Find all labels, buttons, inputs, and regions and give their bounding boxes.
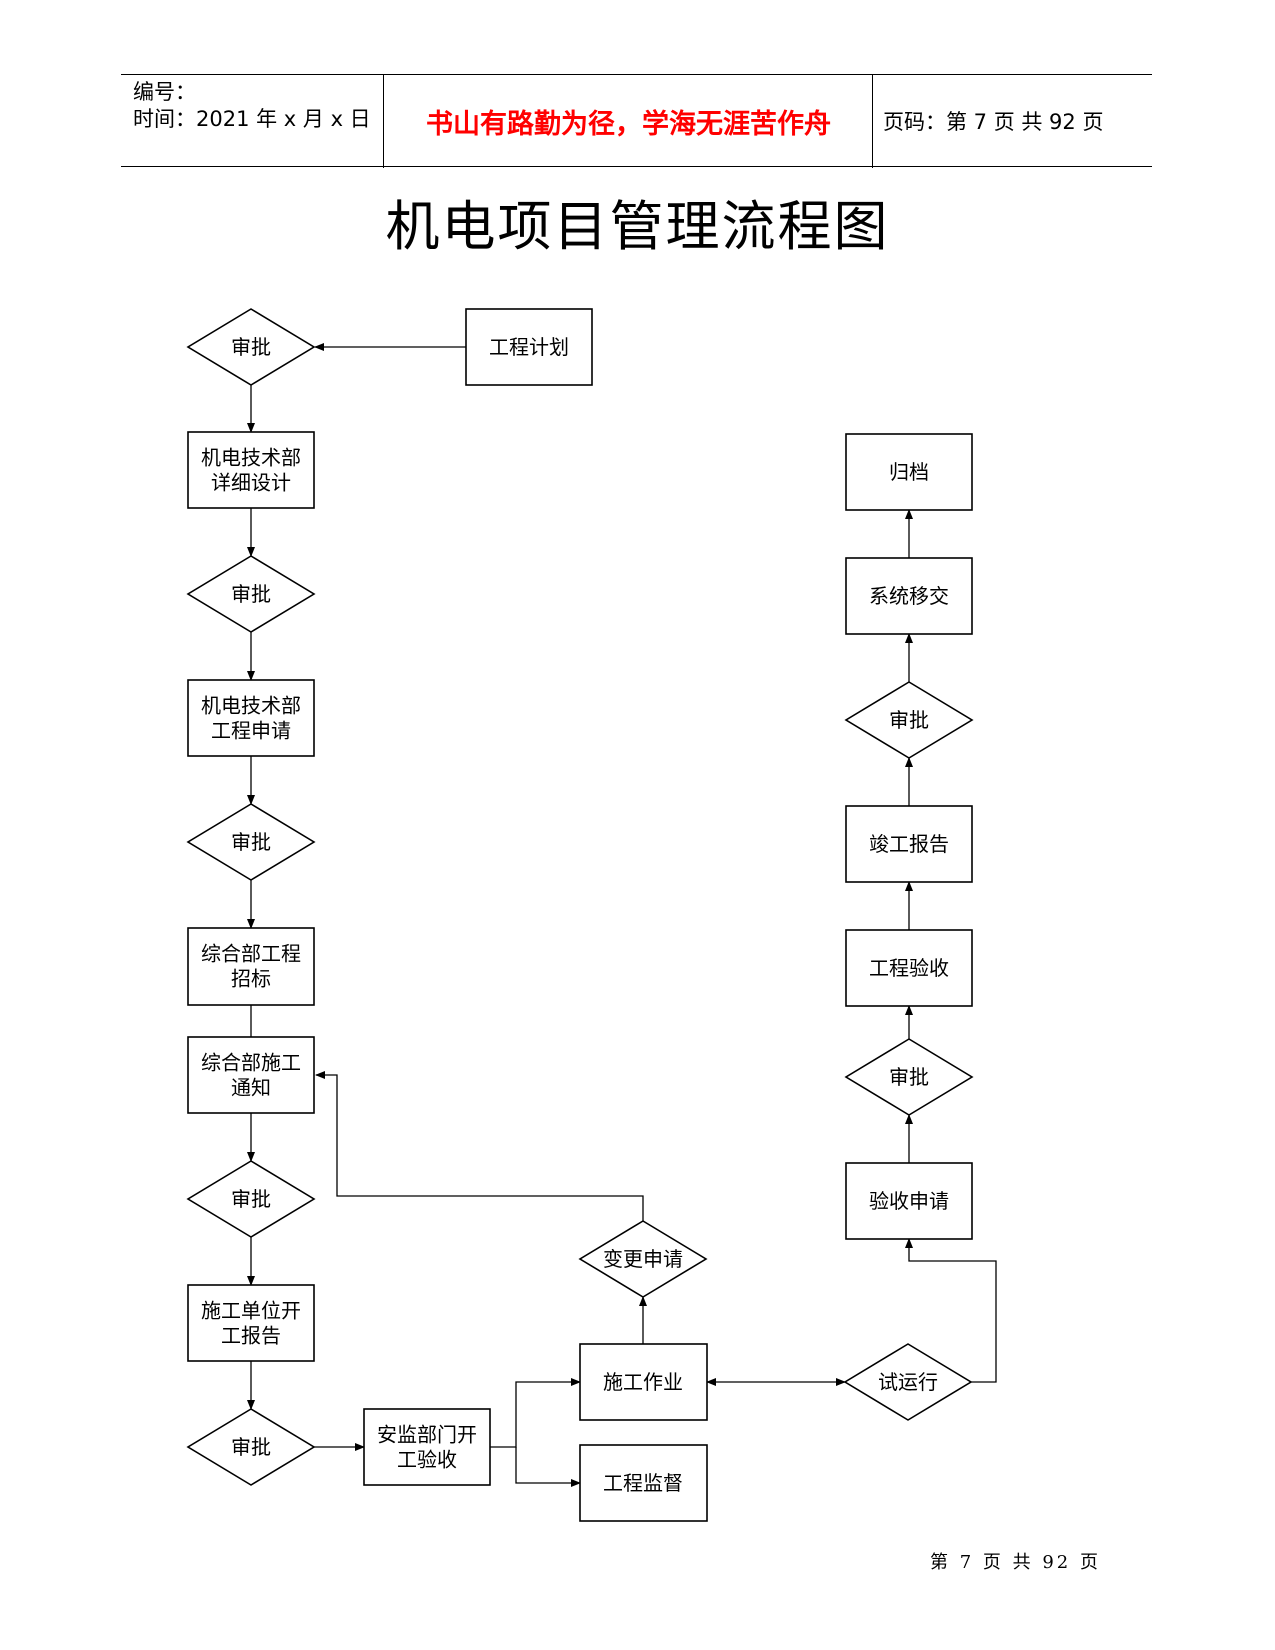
label-line: 通知 [231, 1076, 271, 1100]
label-line: 验收申请 [869, 1189, 949, 1213]
label-line: 审批 [231, 335, 271, 359]
node-system-handover [845, 557, 973, 635]
node-project-apply [187, 679, 315, 757]
node-approve7 [844, 681, 974, 759]
header-divider-1 [383, 75, 384, 168]
node-construction-notice [187, 1036, 315, 1114]
label-approve4: 审批 [231, 1187, 271, 1211]
node-trial-run [843, 1343, 973, 1421]
node-completion-report [845, 805, 973, 883]
label-line: 审批 [231, 830, 271, 854]
label-approve7: 审批 [889, 708, 929, 732]
label-start-report: 施工单位开工报告 [201, 1299, 301, 1348]
label-line: 招标 [231, 967, 271, 991]
page-footer: 第 7 页 共 92 页 [930, 1552, 1101, 1573]
label-line: 机电技术部 [201, 446, 301, 470]
label-line: 审批 [889, 1065, 929, 1089]
node-acceptance-request [845, 1162, 973, 1240]
header-top-rule [121, 74, 1152, 75]
edge-change-notice [315, 1071, 644, 1221]
label-line: 归档 [889, 460, 929, 484]
label-detail-design: 机电技术部详细设计 [201, 446, 301, 495]
label-construction-notice: 综合部施工通知 [201, 1051, 301, 1100]
shapes [186, 308, 974, 1522]
edge-safety-work [490, 1378, 581, 1448]
node-safety-check [363, 1408, 491, 1486]
label-project-apply: 机电技术部工程申请 [201, 694, 301, 743]
node-bidding [187, 927, 315, 1006]
label-line: 工报告 [221, 1324, 281, 1348]
label-line: 系统移交 [869, 584, 949, 608]
label-line: 审批 [231, 1187, 271, 1211]
node-supervision [579, 1444, 708, 1522]
header-divider-2 [872, 75, 873, 168]
label-trial-run: 试运行 [878, 1370, 938, 1394]
label-supervision: 工程监督 [603, 1471, 683, 1495]
label-line: 机电技术部 [201, 694, 301, 718]
label-change-request: 变更申请 [603, 1247, 683, 1271]
label-construction-work: 施工作业 [603, 1370, 683, 1394]
node-archive [845, 433, 973, 511]
label-approve3: 审批 [231, 830, 271, 854]
label-line: 工程监督 [603, 1471, 683, 1495]
node-approve4 [186, 1160, 316, 1238]
header-bottom-rule [121, 166, 1152, 167]
node-approve5 [186, 1408, 316, 1486]
label-line: 施工单位开 [201, 1299, 301, 1323]
label-bidding: 综合部工程招标 [201, 942, 301, 991]
label-approve2: 审批 [231, 582, 271, 606]
node-approve2 [186, 555, 316, 633]
label-approve6: 审批 [889, 1065, 929, 1089]
label-line: 工程验收 [869, 956, 949, 980]
node-approve6 [844, 1038, 974, 1116]
node-acceptance [845, 929, 973, 1007]
label-acceptance-request: 验收申请 [869, 1189, 949, 1213]
label-line: 工程申请 [211, 719, 291, 743]
label-completion-report: 竣工报告 [869, 832, 949, 856]
node-change-request [578, 1220, 708, 1298]
node-plan [465, 308, 593, 386]
label-line: 综合部施工 [201, 1051, 301, 1075]
label-archive: 归档 [889, 460, 929, 484]
label-line: 施工作业 [603, 1370, 683, 1394]
label-line: 变更申请 [603, 1247, 683, 1271]
label-system-handover: 系统移交 [869, 584, 949, 608]
node-construction-work [579, 1343, 708, 1421]
connectors [247, 343, 997, 1487]
label-acceptance: 工程验收 [869, 956, 949, 980]
node-approve1 [186, 308, 316, 386]
node-approve3 [186, 803, 316, 881]
edge-safety-supervision [515, 1447, 581, 1487]
page-title: 机电项目管理流程图 [385, 195, 890, 258]
time-label: 时间：2021 年 x 月 x 日 [133, 107, 371, 131]
label-line: 工程计划 [489, 335, 569, 359]
label-line: 试运行 [878, 1370, 938, 1394]
label-line: 竣工报告 [869, 832, 949, 856]
label-line: 详细设计 [211, 471, 291, 495]
label-line: 综合部工程 [201, 942, 301, 966]
label-plan: 工程计划 [489, 335, 569, 359]
node-start-report [187, 1284, 315, 1362]
motto: 书山有路勤为径，学海无涯苦作舟 [426, 109, 831, 140]
node-labels: 工程计划 审批 机电技术部详细设计 审批 机电技术部工程申请 审批 综合部工程招… [201, 335, 949, 1495]
label-approve5: 审批 [231, 1435, 271, 1459]
label-line: 审批 [889, 708, 929, 732]
label-approve1: 审批 [231, 335, 271, 359]
page-info: 页码：第 7 页 共 92 页 [883, 110, 1104, 134]
node-detail-design [187, 431, 315, 509]
doc-number-label: 编号： [133, 80, 196, 104]
label-line: 工验收 [397, 1448, 457, 1472]
label-line: 审批 [231, 1435, 271, 1459]
label-safety-check: 安监部门开工验收 [377, 1423, 477, 1472]
label-line: 安监部门开 [377, 1423, 477, 1447]
edge-trial-acceptreq [905, 1238, 997, 1383]
label-line: 审批 [231, 582, 271, 606]
